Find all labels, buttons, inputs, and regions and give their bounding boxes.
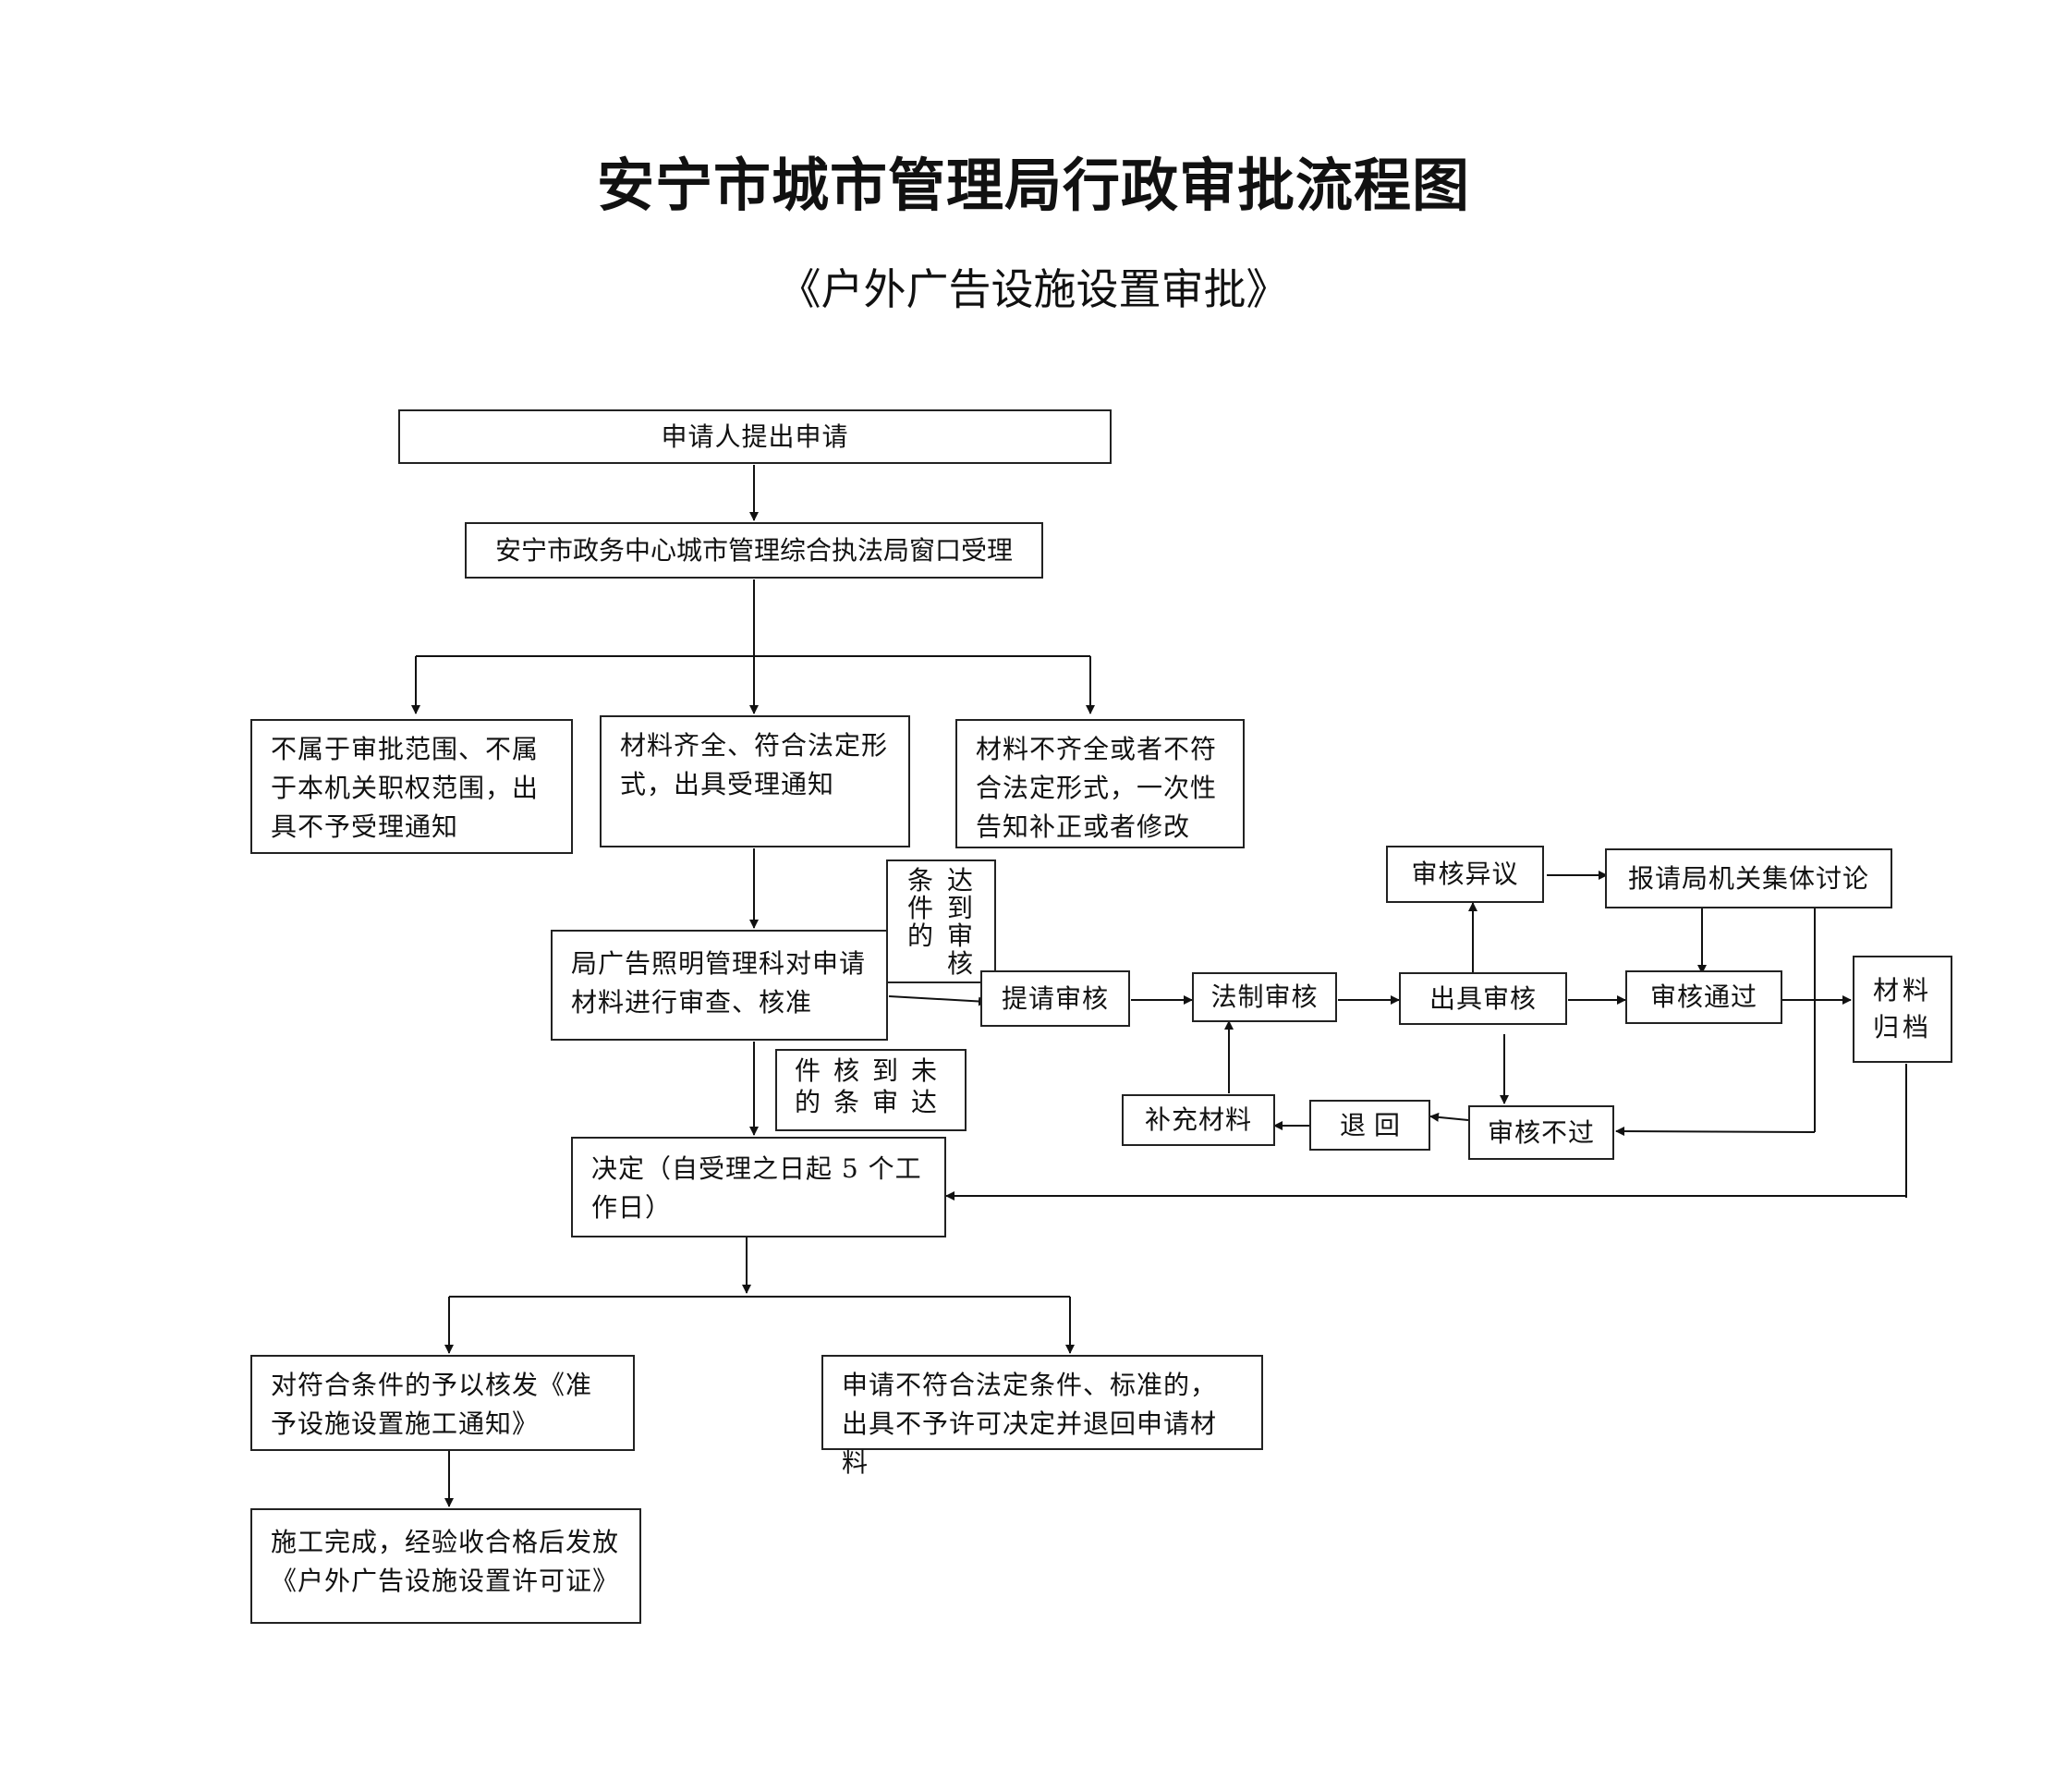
deny-box: 申请不符合法定条件、标准的，出具不予许可决定并退回申请材料 <box>821 1355 1263 1478</box>
condition-met-text-1: 条件的 <box>906 865 933 951</box>
window-accept-box: 安宁市政务中心城市管理综合执法局窗口受理 <box>465 522 1043 579</box>
archive-box: 材料归档 <box>1853 956 1952 1063</box>
condition-unmet-text-2: 的条审达 <box>795 1087 951 1117</box>
audit-fail-box: 审核不过 <box>1468 1105 1614 1160</box>
license-box: 施工完成，经验收合格后发放《户外广告设施设置许可证》 <box>250 1508 641 1624</box>
collective-discussion-box: 报请局机关集体讨论 <box>1605 848 1892 908</box>
accept-notice-box: 材料齐全、符合法定形式，出具受理通知 <box>600 715 910 847</box>
page-title: 安宁市城市管理局行政审批流程图 <box>596 152 1470 219</box>
submit-audit-box: 提请审核 <box>980 970 1130 1027</box>
audit-pass-box: 审核通过 <box>1625 970 1782 1024</box>
return-box: 退 回 <box>1309 1100 1430 1151</box>
arrow-review-to-submit <box>888 995 988 1006</box>
page-subtitle: 《户外广告设施设置审批》 <box>778 264 1289 314</box>
legal-audit-box: 法制审核 <box>1192 972 1337 1022</box>
decision-box: 决定（自受理之日起 5 个工作日） <box>571 1137 946 1237</box>
condition-met-box <box>886 859 996 983</box>
incomplete-box: 材料不齐全或者不符合法定形式，一次性告知补正或者修改 <box>955 719 1245 848</box>
condition-unmet-text-1: 件核到未 <box>795 1055 951 1086</box>
review-box: 局广告照明管理科对申请材料进行审查、核准 <box>551 930 888 1041</box>
condition-met-text-2: 达到审核 <box>946 865 973 979</box>
grant-notice-box: 对符合条件的予以核发《准予设施设置施工通知》 <box>250 1355 635 1451</box>
supplement-box: 补充材料 <box>1122 1094 1275 1146</box>
reject-scope-box: 不属于审批范围、不属于本机关职权范围，出具不予受理通知 <box>250 719 573 854</box>
apply-box: 申请人提出申请 <box>398 409 1112 464</box>
arrow-fail-to-return <box>1429 1112 1469 1122</box>
audit-objection-box: 审核异议 <box>1386 846 1544 903</box>
condition-unmet-box <box>775 1049 967 1131</box>
arrow-to-audit-fail <box>1615 1127 1816 1137</box>
issue-audit-box: 出具审核 <box>1399 972 1567 1025</box>
